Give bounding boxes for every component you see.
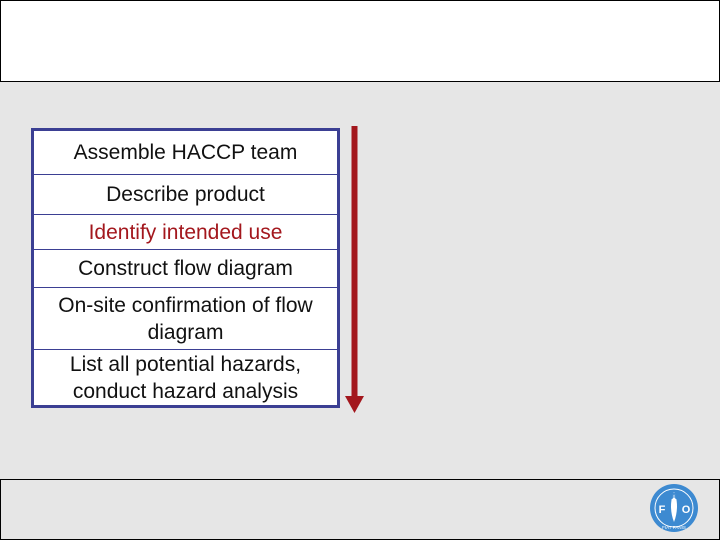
down-arrow-icon <box>345 126 364 413</box>
step-label: Construct flow diagram <box>78 257 293 280</box>
logo-letter: O <box>682 504 691 516</box>
fao-logo-icon: F A O FIAT PANIS <box>650 484 698 532</box>
arrow-head <box>345 396 364 413</box>
footer-band <box>0 479 720 540</box>
step-assemble-team: Assemble HACCP team <box>34 131 337 174</box>
logo-letter: F <box>659 504 666 516</box>
step-label: Assemble HACCP team <box>73 141 298 164</box>
step-identify-intended-use: Identify intended use <box>34 214 337 249</box>
arrow-shaft <box>351 126 358 398</box>
header-band <box>0 0 720 82</box>
logo-motto: FIAT PANIS <box>662 525 686 530</box>
step-label: Describe product <box>106 183 265 206</box>
step-describe-product: Describe product <box>34 174 337 214</box>
step-onsite-confirmation: On-site confirmation of flow diagram <box>34 287 337 349</box>
step-label: Identify intended use <box>88 220 283 244</box>
step-label: On-site confirmation of flow diagram <box>58 293 313 344</box>
haccp-steps-box: Assemble HACCP team Describe product Ide… <box>31 128 340 408</box>
logo-letter: A <box>671 492 677 501</box>
step-construct-flow-diagram: Construct flow diagram <box>34 249 337 287</box>
step-hazard-analysis: List all potential hazards, conduct haza… <box>34 349 337 405</box>
step-label: List all potential hazards, conduct haza… <box>69 352 302 403</box>
